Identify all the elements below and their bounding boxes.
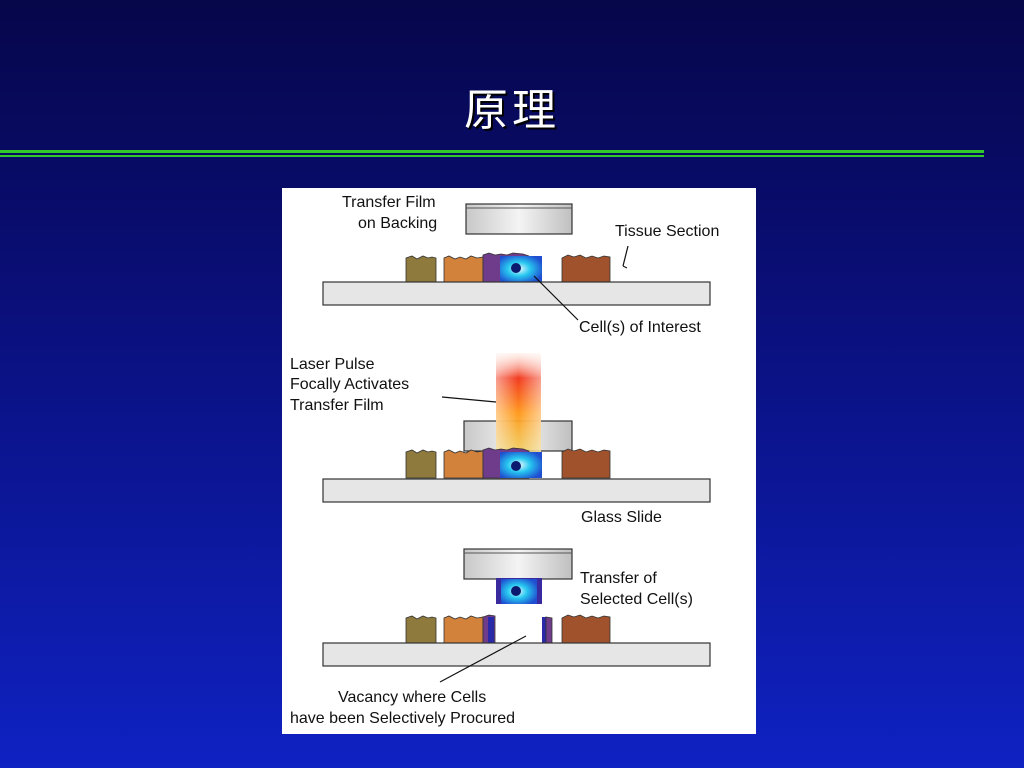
tissue-section <box>405 614 611 644</box>
slide-title: 原理 <box>464 85 560 136</box>
lcm-diagram: Transfer Film on Backing Tissue Section … <box>282 188 756 734</box>
label-transfer-film-2: on Backing <box>358 215 437 232</box>
label-tissue-section: Tissue Section <box>615 223 719 240</box>
cell-nucleus <box>511 461 521 471</box>
transferred-cells <box>496 578 542 604</box>
label-laser-3: Transfer Film <box>290 397 384 414</box>
label-vacancy-2: have been Selectively Procured <box>290 710 515 727</box>
cell-nucleus <box>511 263 521 273</box>
panel-3: Transfer of Selected Cell(s) Vacancy whe… <box>290 548 711 727</box>
glass-slide <box>322 642 711 667</box>
cell-nucleus <box>511 586 521 596</box>
label-laser-1: Laser Pulse <box>290 356 375 373</box>
label-transfer-1: Transfer of <box>580 570 657 587</box>
panel-2: Laser Pulse Focally Activates Transfer F… <box>290 353 711 526</box>
label-laser-2: Focally Activates <box>290 376 409 393</box>
transfer-film <box>463 548 573 580</box>
tissue-section <box>405 447 611 479</box>
title-divider <box>0 150 984 157</box>
label-transfer-2: Selected Cell(s) <box>580 591 693 608</box>
label-glass-slide: Glass Slide <box>581 509 662 526</box>
panel-1: Transfer Film on Backing Tissue Section … <box>322 194 719 336</box>
glass-slide <box>322 478 711 503</box>
laser-beam <box>496 353 541 453</box>
label-transfer-film-1: Transfer Film <box>342 194 436 211</box>
transfer-film <box>465 203 573 235</box>
label-cells-of-interest: Cell(s) of Interest <box>579 319 701 336</box>
tissue-section <box>405 252 611 283</box>
label-vacancy-1: Vacancy where Cells <box>338 689 486 706</box>
glass-slide <box>322 281 711 306</box>
